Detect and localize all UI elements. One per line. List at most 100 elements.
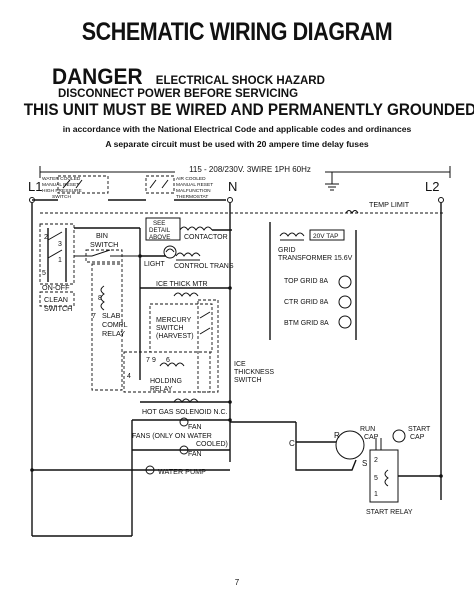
temp-limit-switch [345, 210, 359, 214]
clean-switch-box [39, 291, 75, 307]
l1-label: L1 [28, 179, 42, 194]
water-pump-label: WATER PUMP [158, 467, 206, 476]
compressor-s-label: S [362, 459, 367, 468]
hot-gas-coil [173, 398, 199, 403]
contactor-coil [179, 226, 213, 231]
temp-limit-label: TEMP LIMIT [369, 200, 410, 209]
holding-relay-label-1: HOLDING [150, 378, 182, 385]
see-detail-label-1: SEE [153, 220, 165, 227]
on-off-switch-box [39, 223, 75, 285]
danger-word: DANGER [52, 64, 143, 89]
mercury-label-2: SWITCH [156, 325, 184, 332]
start-relay-coil [384, 469, 389, 487]
shock-hazard-text: ELECTRICAL SHOCK HAZARD [155, 75, 325, 87]
page-title: SCHEMATIC WIRING DIAGRAM [81, 18, 393, 46]
ice-switch-label-2: THICKNESS [234, 369, 274, 376]
grid-trans-primary [279, 232, 305, 237]
ctr-grid-heater [338, 295, 352, 309]
see-detail-box [145, 217, 181, 241]
terminal-3-label: 3 [58, 241, 62, 248]
twenty-vtap-label: 20V TAP [313, 233, 338, 240]
clean-switch-label-2: SWITCH [44, 304, 72, 313]
start-relay-terminal-5: 5 [374, 475, 378, 482]
run-cap-label-2: CAP [364, 434, 379, 441]
see-detail-label-2: DETAIL [149, 227, 171, 234]
compressor-r-label: R [334, 431, 340, 440]
start-relay-label: START RELAY [366, 509, 413, 516]
bin-switch-contact [74, 249, 140, 257]
cooled-label: COOLED) [196, 441, 228, 448]
mercury-label-1: MERCURY [156, 317, 192, 324]
top-grid-label: TOP GRID 8A [284, 278, 328, 285]
light-label: LIGHT [144, 261, 165, 268]
holding-relay-label-2: RELAY [150, 386, 173, 393]
grid-label-2: TRANSFORMER 15.6V [278, 255, 353, 262]
light-bulb [163, 245, 177, 259]
junction-dot [439, 474, 443, 478]
l2-terminal [438, 197, 444, 203]
start-cap-label-1: START [408, 426, 431, 433]
n-terminal [227, 197, 233, 203]
ice-switch-label-1: ICE [234, 361, 246, 368]
contactor-label: CONTACTOR [184, 234, 228, 241]
danger-banner: DANGER ELECTRICAL SHOCK HAZARD [52, 64, 325, 90]
water-cooled-label-2: MANUAL RESET [42, 182, 79, 188]
ice-thick-motor-coil [173, 292, 199, 297]
high-pressure-switch-box [57, 175, 109, 194]
junction-dot [138, 254, 142, 258]
fan-motor-1 [179, 417, 189, 427]
water-pump-motor [145, 465, 155, 475]
l2-label: L2 [425, 179, 439, 194]
start-relay-terminal-2: 2 [374, 457, 378, 464]
air-cooled-label-3: MALFUNCTION [176, 188, 211, 194]
run-cap-label-1: RUN [360, 426, 375, 433]
start-relay-terminal-1: 1 [374, 491, 378, 498]
slab-relay-box [91, 263, 123, 391]
page-number: 7 [234, 578, 240, 587]
terminal-8-label: 8 [98, 295, 102, 302]
control-trans-label: CONTROL TRANS [174, 263, 234, 270]
supply-label-bg [175, 163, 325, 174]
air-cooled-label-4: THERMOSTAT [176, 194, 208, 200]
compressor-c-label: C [289, 439, 295, 448]
start-cap [392, 429, 406, 443]
slab-relay-coil [100, 285, 105, 311]
mercury-contacts [199, 311, 211, 335]
terminal-5-label: 5 [42, 270, 46, 277]
supply-voltage-label: 115 - 208/230V. 3WIRE 1PH 60Hz [189, 165, 311, 174]
malfunction-thermostat-box [145, 175, 175, 194]
control-trans-primary [175, 252, 201, 257]
ctr-grid-label: CTR GRID 8A [284, 299, 329, 306]
top-grid-heater [338, 275, 352, 289]
holding-relay-coil [159, 362, 185, 367]
disconnect-warning: DISCONNECT POWER BEFORE SERVICING [58, 88, 299, 100]
junction-dot [228, 418, 232, 422]
water-cooled-label-4: SWITCH [52, 194, 71, 200]
compressor-motor [335, 430, 365, 460]
junction-dot [228, 400, 232, 404]
ice-switch-label-3: SWITCH [234, 377, 262, 384]
terminal-7-label: 7 [92, 313, 96, 320]
btm-grid-heater [338, 315, 352, 329]
water-cooled-label-3: HIGH PRESSURE [42, 188, 82, 194]
holding-relay-box [123, 351, 211, 393]
light-filament [165, 248, 175, 253]
fan2-label: FAN [188, 451, 202, 458]
junction-dot [30, 468, 34, 472]
n-label: N [228, 179, 237, 194]
junction-dot [228, 286, 232, 290]
see-detail-label-3: ABOVE [149, 234, 170, 241]
terminal-1-label: 1 [58, 257, 62, 264]
compressor-leads [295, 441, 357, 471]
water-cooled-label-1: WATER COOLED [42, 176, 81, 182]
slab-relay-label-3: RELAY [102, 329, 125, 338]
circuit-note: A separate circuit must be used with 20 … [105, 139, 369, 149]
nec-note: in accordance with the National Electric… [62, 124, 412, 134]
slab-relay-label-2: COMPL [102, 320, 128, 329]
clean-switch-label-1: CLEAN [44, 295, 68, 304]
terminal-9-label: 9 [152, 357, 156, 364]
grid-label-1: GRID [278, 247, 296, 254]
air-cooled-label-1: AIR COOLED [176, 176, 206, 182]
twenty-vtap-box [309, 229, 345, 241]
